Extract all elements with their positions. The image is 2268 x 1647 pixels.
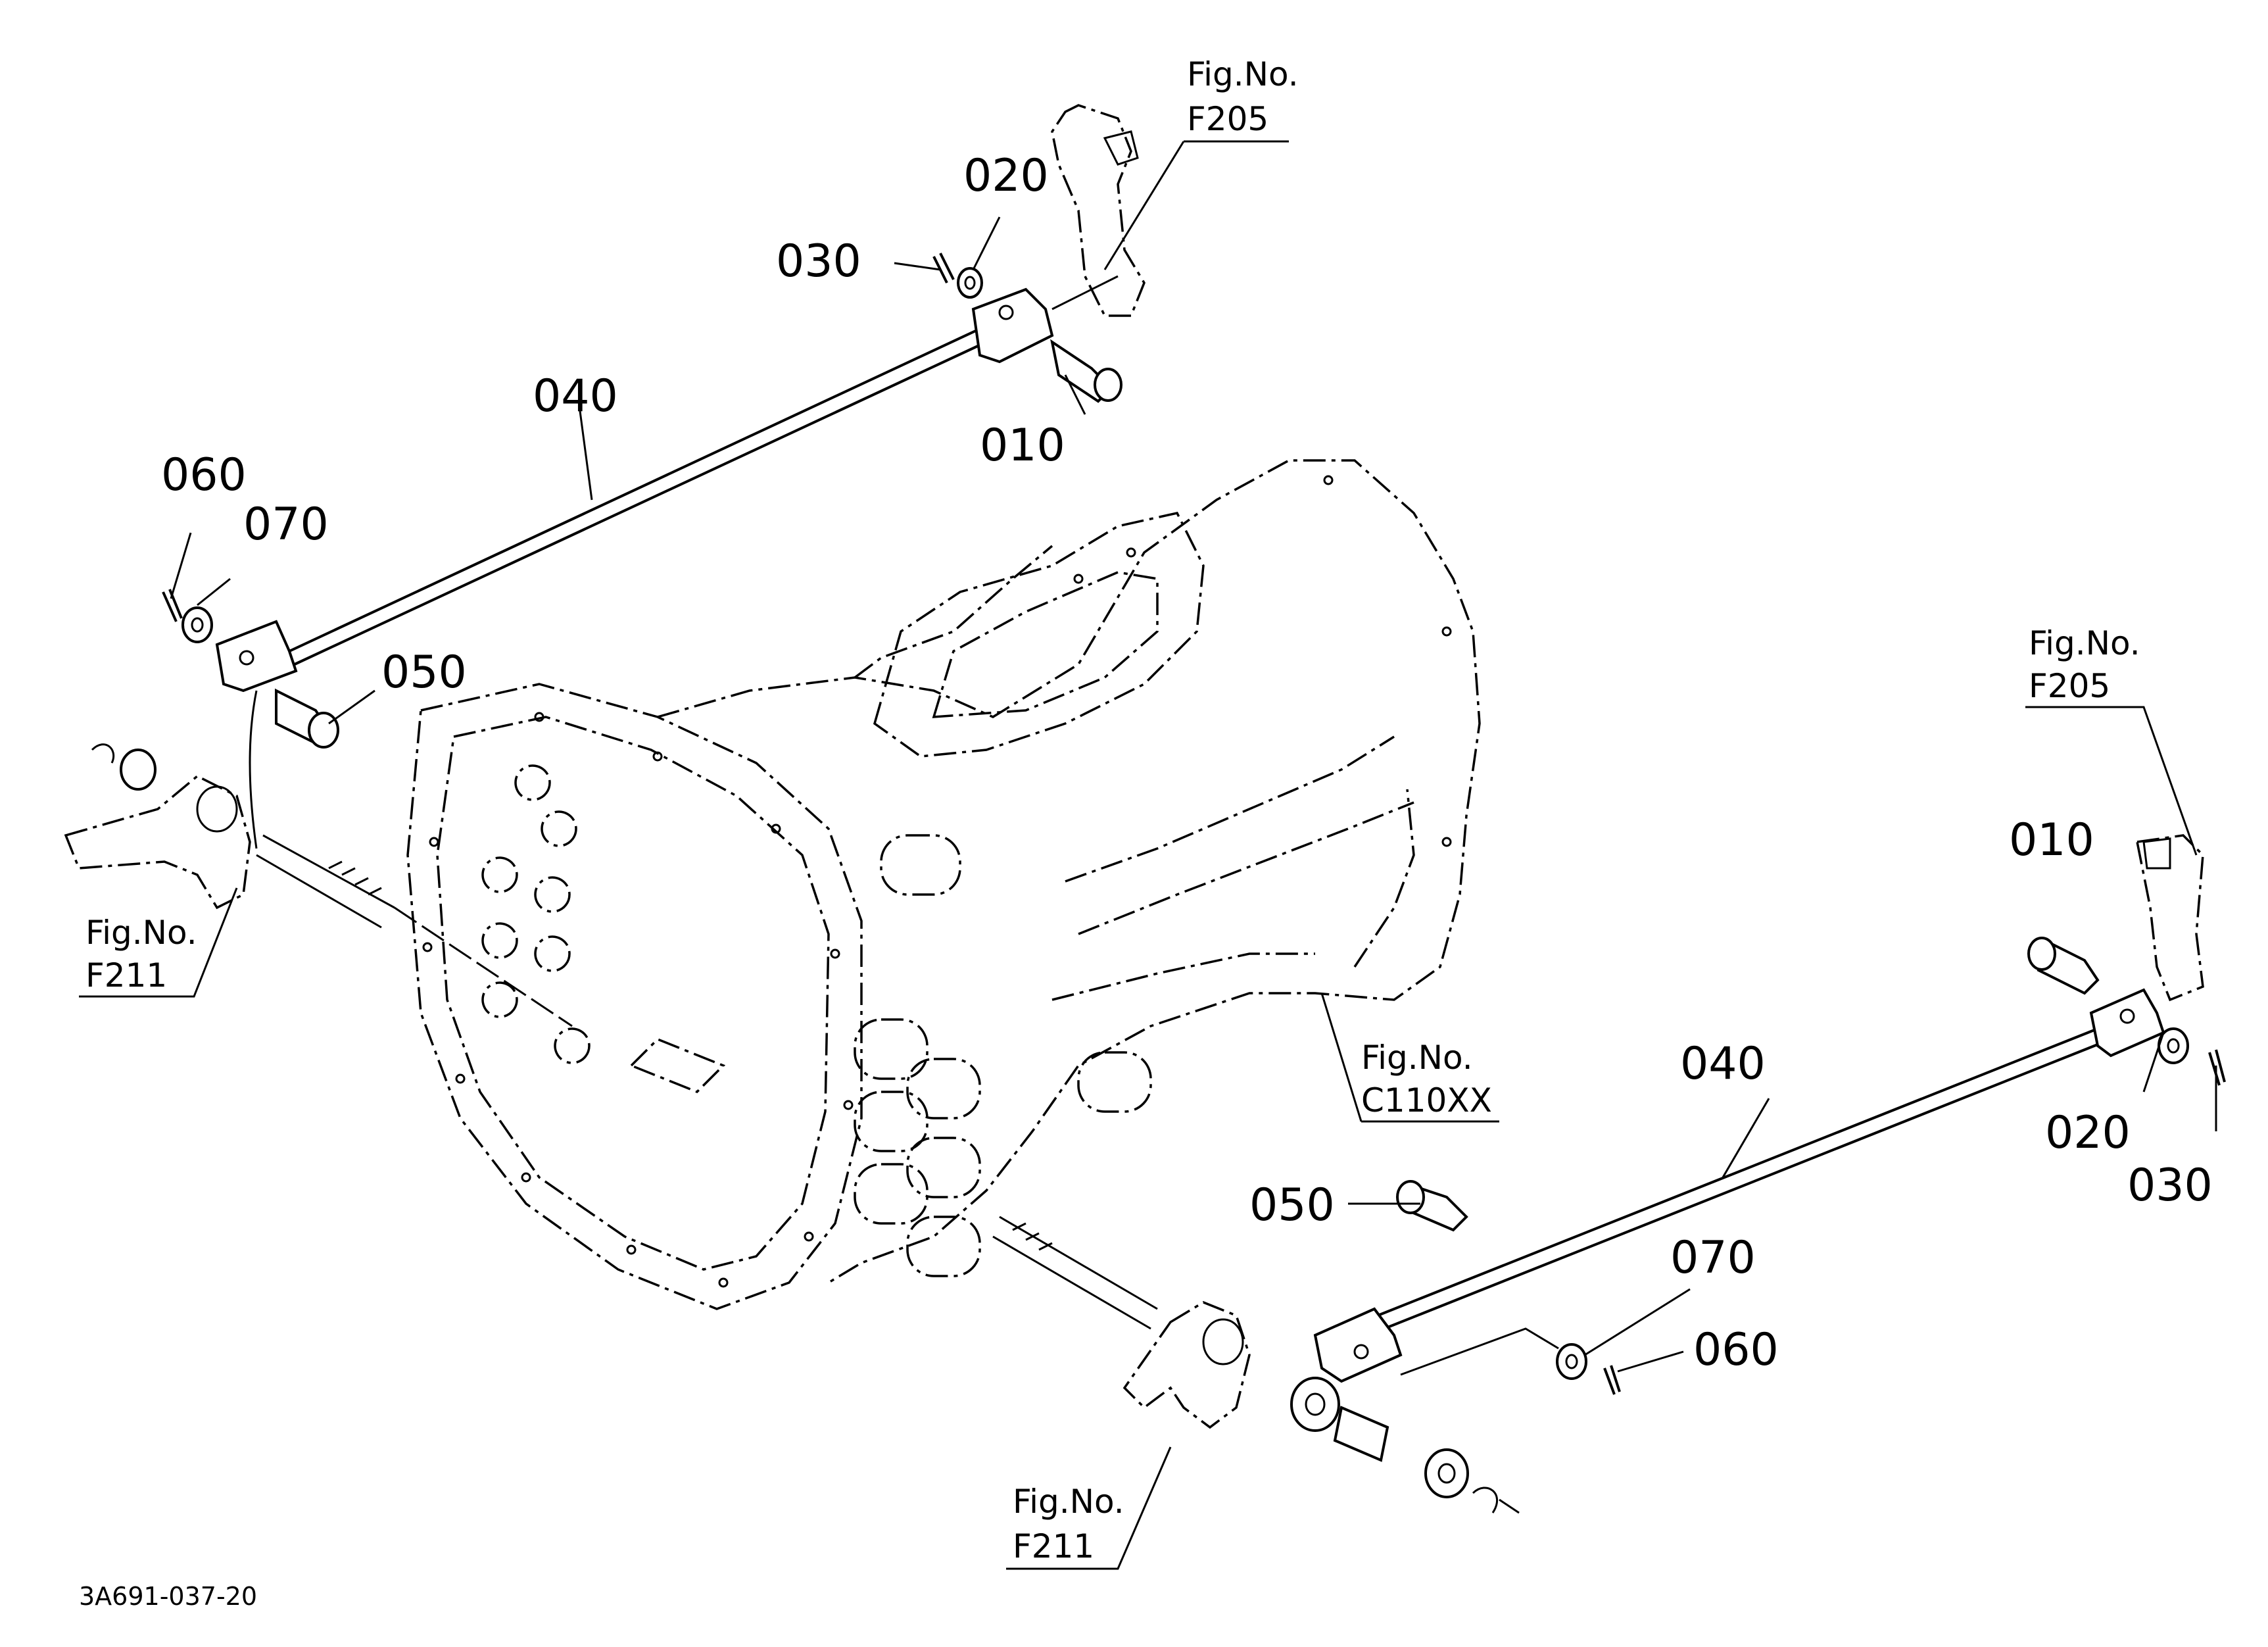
- fig-ref-f205-right: F205: [2029, 667, 2110, 705]
- transmission-housing: [406, 459, 1481, 1310]
- clevis-top-left: [215, 620, 298, 693]
- bottom-rod-assembly: [992, 834, 2226, 1514]
- washer-020-top: [957, 267, 983, 299]
- callout-070-bottom: 070: [1670, 1232, 1756, 1284]
- fig-ref-f211-left: F211: [85, 956, 167, 995]
- washer-070-top: [181, 606, 213, 643]
- fig-ref-f211-bottom: F211: [1013, 1527, 1094, 1565]
- rod-040-top: [289, 328, 980, 652]
- callout-050-top: 050: [381, 647, 467, 699]
- callout-010-bottom: 010: [2009, 814, 2094, 866]
- fig-label-housing: Fig.No.: [1361, 1039, 1473, 1077]
- leader-lines: [79, 140, 2217, 1570]
- cotter-pin-030-top: [932, 253, 955, 283]
- callout-060-top: 060: [161, 449, 247, 501]
- fig-ref-c110xx: C110XX: [1361, 1081, 1492, 1119]
- callout-030-top: 030: [776, 235, 861, 287]
- fig-label-left: Fig.No.: [85, 914, 197, 952]
- figure-references: Fig.No. F205 Fig.No. F205 Fig.No. F211 F…: [85, 55, 2140, 1565]
- callout-040-top: 040: [533, 370, 618, 422]
- callout-020-bottom: 020: [2045, 1107, 2131, 1159]
- callout-060-bottom: 060: [1693, 1324, 1779, 1376]
- callout-020-top: 020: [963, 150, 1049, 202]
- rod-040-bottom: [1361, 1025, 2105, 1323]
- washer-070-bottom: [1556, 1343, 1587, 1380]
- callouts: 020 030 040 010 060 070 050 010 040 020 …: [161, 150, 2213, 1376]
- top-rod-assembly: [64, 104, 1146, 1027]
- callout-010-top: 010: [980, 420, 1065, 472]
- clevis-top-right: [971, 287, 1054, 364]
- fig-ref-f205-top: F205: [1187, 100, 1268, 138]
- cotter-pin-060-bottom: [1603, 1365, 1621, 1395]
- callout-030-bottom: 030: [2127, 1160, 2213, 1212]
- callout-070-top: 070: [243, 499, 329, 551]
- drawing-code: 3A691-037-20: [79, 1582, 257, 1611]
- fig-label-top: Fig.No.: [1187, 55, 1299, 93]
- callout-050-bottom: 050: [1249, 1179, 1335, 1231]
- callout-040-bottom: 040: [1680, 1038, 1766, 1090]
- fig-label-bottom: Fig.No.: [1013, 1483, 1124, 1521]
- cotter-pin-030-bottom: [2208, 1049, 2226, 1086]
- fig-label-right: Fig.No.: [2029, 624, 2140, 662]
